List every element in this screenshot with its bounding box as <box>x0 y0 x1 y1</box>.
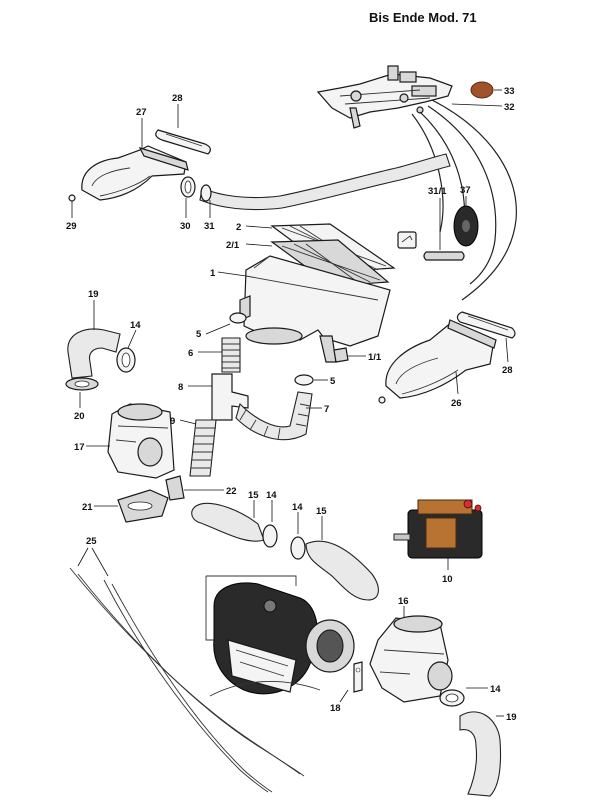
long-hose-31 <box>199 153 451 211</box>
clamp-14-mid-left <box>262 524 278 548</box>
label-28-top: 28 <box>172 93 183 104</box>
label-8: 8 <box>178 382 183 393</box>
label-28-right: 28 <box>502 365 513 376</box>
grommet-37 <box>453 205 479 247</box>
label-25: 25 <box>86 536 97 547</box>
label-5-top: 5 <box>196 329 202 340</box>
label-14-left: 14 <box>130 320 141 331</box>
label-1-1: 1/1 <box>368 352 382 363</box>
air-duct-27 <box>81 145 189 201</box>
air-box-1 <box>239 255 391 363</box>
hose-5-top <box>229 312 247 324</box>
grommet-33-icon <box>470 81 494 99</box>
box-21 <box>117 489 169 523</box>
clip-1-1 <box>333 347 349 363</box>
clamp-14-left <box>116 347 136 373</box>
label-21: 21 <box>82 502 93 513</box>
label-6: 6 <box>188 348 193 359</box>
label-18: 18 <box>330 703 341 714</box>
control-lever-assembly <box>316 65 453 129</box>
elbow-hose-19-top <box>67 328 121 379</box>
label-19-bottom: 19 <box>506 712 517 723</box>
hose-5-right <box>294 374 314 386</box>
label-22: 22 <box>226 486 237 497</box>
heater-cables-25 <box>69 567 321 793</box>
clamp-14-mid-right <box>290 536 306 560</box>
label-10: 10 <box>442 574 453 585</box>
flange-20 <box>65 377 99 391</box>
label-14-mid-left: 14 <box>266 490 277 501</box>
bracket-22 <box>165 475 185 501</box>
grommet-31-1 <box>423 251 465 261</box>
fan-housing <box>205 575 355 695</box>
hand-pointer-icon <box>397 231 417 249</box>
label-33: 33 <box>504 86 515 97</box>
elbow-hose-19-bottom <box>459 711 502 797</box>
label-26: 26 <box>451 398 462 409</box>
hose-15-right <box>305 540 379 601</box>
clip-18 <box>353 661 363 693</box>
label-14-mid-right: 14 <box>292 502 303 513</box>
t-piece-8 <box>211 373 249 421</box>
label-14-bottom: 14 <box>490 684 501 695</box>
hose-6 <box>221 337 241 373</box>
diagram-header: Bis Ende Mod. 71 <box>369 10 477 25</box>
label-19-top: 19 <box>88 289 99 300</box>
clamp-14-bottom <box>439 689 465 707</box>
control-cables <box>411 99 517 301</box>
label-9: 9 <box>170 416 175 427</box>
label-7: 7 <box>324 404 329 415</box>
label-2-1: 2/1 <box>226 240 240 251</box>
label-5-right: 5 <box>330 376 336 387</box>
label-17: 17 <box>74 442 85 453</box>
heater-valve-17 <box>107 403 175 479</box>
air-duct-26 <box>378 319 497 404</box>
label-32: 32 <box>504 102 515 113</box>
label-37: 37 <box>460 185 471 196</box>
label-1: 1 <box>210 268 216 279</box>
label-20: 20 <box>74 411 85 422</box>
label-16: 16 <box>398 596 409 607</box>
hose-7 <box>235 391 313 441</box>
label-30: 30 <box>180 221 191 232</box>
label-15-right: 15 <box>316 506 327 517</box>
blower-motor-10 <box>393 499 483 559</box>
hose-15-left <box>191 502 265 542</box>
label-27: 27 <box>136 107 147 118</box>
hose-clamp-30 <box>180 176 196 198</box>
label-31-1: 31/1 <box>428 186 447 197</box>
label-31: 31 <box>204 221 215 232</box>
label-15-left: 15 <box>248 490 259 501</box>
label-29: 29 <box>66 221 77 232</box>
heater-valve-16 <box>369 615 453 703</box>
hose-9 <box>189 419 217 477</box>
gasket-28-right <box>456 311 516 339</box>
gasket-28-top <box>155 129 211 155</box>
label-2: 2 <box>236 222 241 233</box>
